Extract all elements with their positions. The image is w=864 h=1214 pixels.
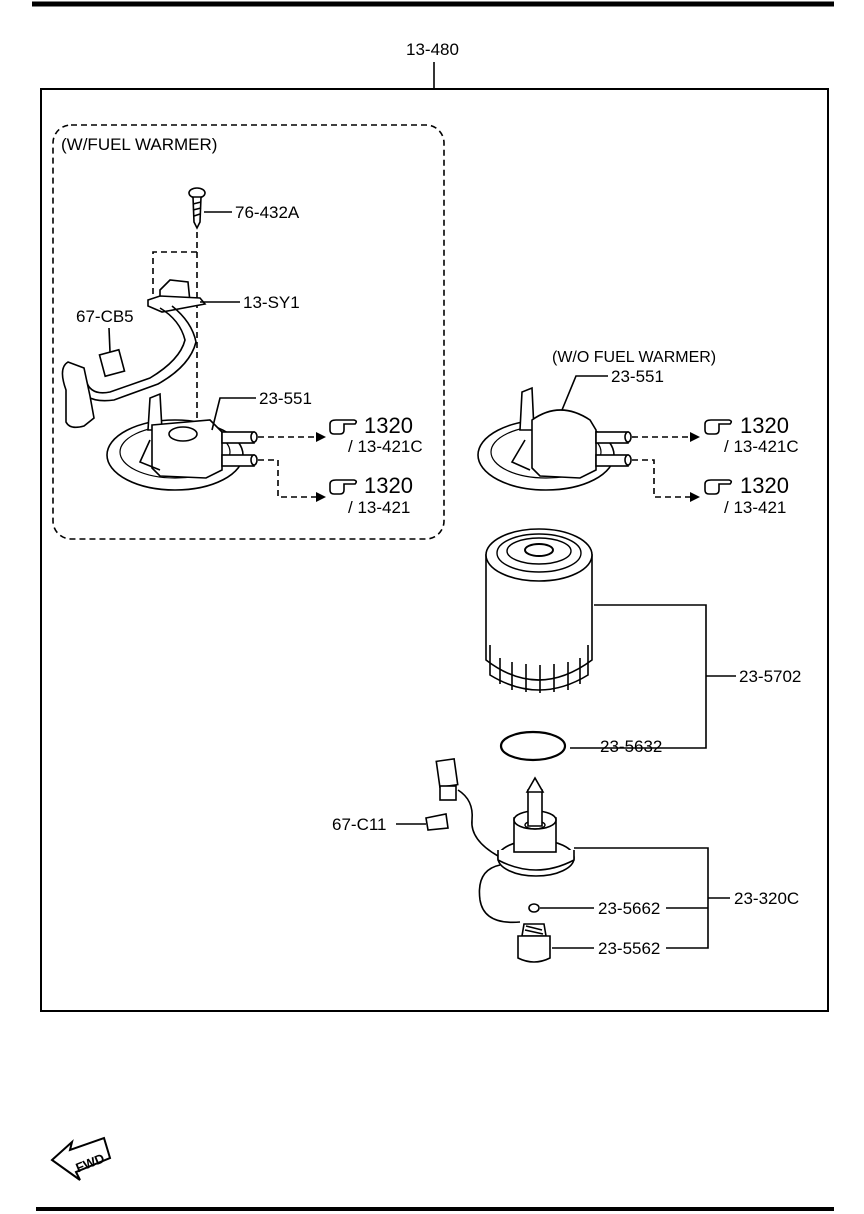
- ref-left-upper-arrowhead: [316, 432, 326, 442]
- o-ring-label: 23-5632: [600, 737, 662, 756]
- fuel-warmer-sensor: [61, 279, 207, 429]
- ref-left-lower-page[interactable]: 1320: [364, 473, 413, 498]
- connector-left-label: 67-CB5: [76, 307, 134, 326]
- filter-element: [485, 528, 593, 693]
- assembly-frame: [40, 88, 829, 1012]
- head-left-leader: [211, 397, 256, 431]
- ref-left-upper-part[interactable]: / 13-421C: [348, 437, 423, 456]
- ref-right-upper-arrowhead: [690, 432, 700, 442]
- drain-bracket: [574, 847, 709, 949]
- pointing-hand-icon: [329, 419, 358, 435]
- ref-right-lower-arrow: [632, 459, 692, 498]
- head-right-leader: [561, 375, 608, 411]
- ref-right-lower-part[interactable]: / 13-421: [724, 498, 786, 517]
- assembly-label: 13-480: [406, 40, 459, 59]
- drain-plug-part: [517, 923, 551, 963]
- pointing-hand-icon: [329, 479, 358, 495]
- fuel-warmer-box: [52, 124, 445, 540]
- filter-head-right: [477, 386, 632, 491]
- head-left-label: 23-551: [259, 389, 312, 408]
- screw-label: 76-432A: [235, 203, 300, 222]
- pointing-hand-icon: [704, 419, 733, 435]
- pointing-hand-icon: [704, 479, 733, 495]
- filter-element-label: 23-5702: [739, 667, 801, 686]
- connector-lower-label: 67-C11: [332, 815, 387, 834]
- no-fuel-warmer-title: (W/O FUEL WARMER): [552, 349, 716, 366]
- fuel-warmer-title: (W/FUEL WARMER): [61, 135, 217, 154]
- fwd-arrow-icon: FWD: [50, 1136, 112, 1181]
- small-plug-part: [528, 903, 540, 913]
- head-right-label: 23-551: [611, 367, 664, 386]
- ref-left-upper-page[interactable]: 1320: [364, 413, 413, 438]
- screw-part: [188, 187, 206, 230]
- connector-left-leader: [108, 327, 111, 353]
- drain-assembly-part: [425, 757, 575, 924]
- ref-left-lower-arrow: [258, 459, 318, 498]
- screw-guide: [152, 232, 198, 300]
- ref-left-lower-arrowhead: [316, 492, 326, 502]
- filter-head-left: [106, 392, 258, 491]
- ref-right-lower-page[interactable]: 1320: [740, 473, 789, 498]
- ref-left-lower-part[interactable]: / 13-421: [348, 498, 410, 517]
- sensor-label: 13-SY1: [243, 293, 300, 312]
- drain-plug-label: 23-5562: [598, 939, 660, 958]
- ref-right-lower-arrowhead: [690, 492, 700, 502]
- o-ring-part: [499, 730, 567, 762]
- drain-assembly-label: 23-320C: [734, 889, 799, 908]
- ref-right-upper-page[interactable]: 1320: [740, 413, 789, 438]
- small-plug-label: 23-5662: [598, 899, 660, 918]
- ref-right-upper-part[interactable]: / 13-421C: [724, 437, 799, 456]
